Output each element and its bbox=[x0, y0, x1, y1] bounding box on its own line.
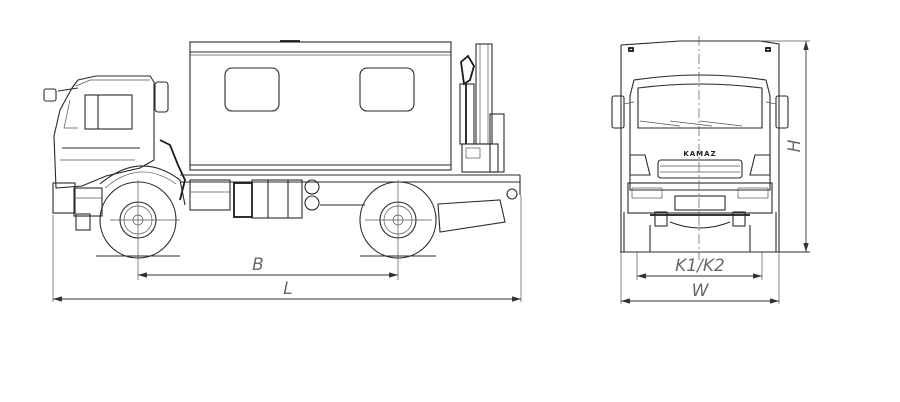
length-label: L bbox=[283, 279, 292, 299]
wheelbase-label: B bbox=[252, 255, 264, 275]
dimension-length: L bbox=[53, 279, 521, 302]
width-label: W bbox=[692, 281, 710, 301]
dimension-wheelbase: B bbox=[138, 255, 398, 278]
side-view: B L bbox=[43, 40, 522, 302]
front-view: KAMAZ K1/K2 bbox=[611, 36, 810, 304]
track-label: K1/K2 bbox=[675, 256, 725, 276]
chassis-components bbox=[159, 139, 521, 233]
dimension-width: W bbox=[621, 281, 779, 304]
height-label: H bbox=[785, 139, 805, 152]
dimension-height: H bbox=[785, 41, 809, 252]
kamaz-emblem: KAMAZ bbox=[683, 150, 716, 158]
dimension-track: K1/K2 bbox=[637, 256, 762, 279]
crane bbox=[459, 43, 505, 173]
workshop-body bbox=[189, 40, 452, 171]
cab bbox=[43, 75, 186, 231]
